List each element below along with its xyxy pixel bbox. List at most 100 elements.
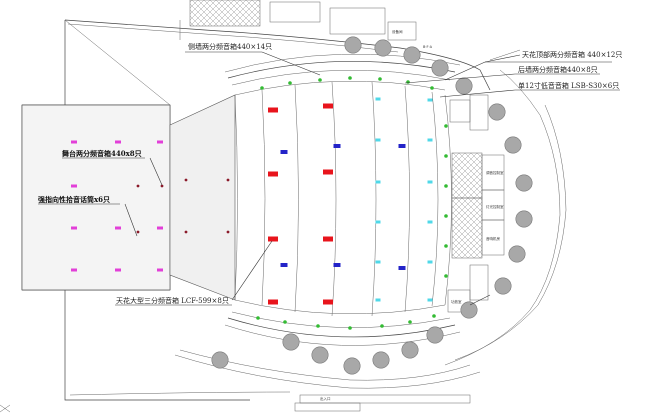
label-stage-two-way: 舞台两分频音箱440x8只 bbox=[62, 149, 142, 158]
speaker-cyan bbox=[375, 138, 381, 142]
room-label-c: 音响机房 bbox=[486, 236, 500, 241]
perimeter-speaker-green bbox=[432, 314, 436, 318]
monitor-dot bbox=[136, 184, 140, 188]
speaker-cyan bbox=[427, 220, 433, 224]
monitor-dot bbox=[226, 178, 230, 182]
perimeter-speaker-green bbox=[260, 86, 264, 90]
perimeter-speaker-green bbox=[348, 76, 352, 80]
speaker-cyan bbox=[427, 98, 433, 102]
svg-text:设备间: 设备间 bbox=[392, 29, 403, 34]
ceiling-speaker-red bbox=[323, 236, 333, 242]
outer-gray-circle bbox=[372, 351, 390, 369]
label-side-wall-speakers: 侧墙两分频音箱440×14只 bbox=[188, 42, 272, 51]
speaker-cyan bbox=[375, 180, 381, 184]
outer-gray-circle bbox=[431, 59, 449, 77]
perimeter-speaker-green bbox=[316, 324, 320, 328]
perimeter-speaker-green bbox=[408, 320, 412, 324]
stage-area bbox=[21, 19, 236, 301]
label-ceiling-top-speakers: 天花顶部两分频音箱 440×12只 bbox=[522, 50, 622, 59]
ceiling-speaker-red bbox=[268, 107, 278, 113]
ceiling-speaker-red bbox=[323, 103, 333, 109]
ceiling-speaker-red bbox=[268, 236, 278, 242]
outer-gray-circle bbox=[515, 210, 533, 228]
ceiling-speaker-red bbox=[323, 299, 333, 305]
outer-gray-circle bbox=[211, 351, 229, 369]
speaker-cyan bbox=[375, 298, 381, 302]
perimeter-speaker-green bbox=[283, 320, 287, 324]
speaker-cyan bbox=[427, 138, 433, 142]
monitor-dot bbox=[160, 184, 164, 188]
stage-speaker-magenta bbox=[71, 226, 77, 230]
monitor-dot bbox=[184, 178, 188, 182]
outer-gray-circle bbox=[494, 277, 512, 295]
speaker-cyan bbox=[375, 97, 381, 101]
control-rooms: 调音控制室 灯光控制室 音响机房 功放室 bbox=[447, 94, 505, 313]
perimeter-speaker-green bbox=[444, 274, 448, 278]
perimeter-speaker-green bbox=[444, 124, 448, 128]
outer-gray-circle bbox=[508, 245, 526, 263]
outer-gray-circle bbox=[455, 77, 473, 95]
room-label-d: 功放室 bbox=[451, 299, 462, 304]
perimeter-speaker-green bbox=[256, 316, 260, 320]
outer-gray-circle bbox=[282, 333, 300, 351]
ceiling-speaker-red bbox=[268, 171, 278, 177]
svg-text:出入口: 出入口 bbox=[320, 396, 331, 401]
leader-lines bbox=[38, 51, 620, 306]
speaker-blue bbox=[280, 150, 288, 154]
bottom-strip: 出入口 bbox=[0, 394, 471, 413]
outer-gray-circle bbox=[401, 341, 419, 359]
monitor-dot bbox=[136, 230, 140, 234]
outer-gray-circle bbox=[488, 103, 506, 121]
stage-speaker-magenta bbox=[115, 268, 121, 272]
annotations: 侧墙两分频音箱440×14只 天花顶部两分频音箱 440×12只 后墙两分频音箱… bbox=[38, 42, 622, 305]
perimeter-speaker-green bbox=[318, 78, 322, 82]
speaker-cyan bbox=[375, 260, 381, 264]
stage-speaker-magenta bbox=[71, 268, 77, 272]
speaker-markers bbox=[71, 36, 533, 375]
speaker-blue bbox=[398, 144, 406, 148]
perimeter-speaker-green bbox=[406, 80, 410, 84]
outer-gray-circle bbox=[344, 36, 362, 54]
svg-text:B·F·A: B·F·A bbox=[423, 45, 433, 49]
stage-speaker-magenta bbox=[157, 268, 163, 272]
room-label-b: 灯光控制室 bbox=[486, 204, 504, 209]
speaker-cyan bbox=[375, 220, 381, 224]
label-subwoofer: 单12寸低音音箱 LSB-S30×6只 bbox=[518, 81, 619, 90]
perimeter-speaker-green bbox=[378, 77, 382, 81]
speaker-cyan bbox=[427, 260, 433, 264]
speaker-cyan bbox=[427, 298, 433, 302]
perimeter-speaker-green bbox=[444, 154, 448, 158]
speaker-blue bbox=[333, 144, 341, 148]
hatched-block-top bbox=[189, 0, 261, 27]
perimeter-speaker-green bbox=[444, 214, 448, 218]
outer-gray-circle bbox=[403, 46, 421, 64]
label-ceiling-main: 天花大型三分频音箱 LCF-599×8只 bbox=[116, 296, 229, 305]
room-label-a: 调音控制室 bbox=[486, 170, 504, 175]
label-rear-wall-speakers: 后墙两分频音箱440×8只 bbox=[518, 65, 598, 74]
perimeter-speaker-green bbox=[380, 324, 384, 328]
outer-gray-circle bbox=[426, 326, 444, 344]
stage-speaker-magenta bbox=[157, 140, 163, 144]
outer-gray-circle bbox=[343, 357, 361, 375]
stage-speaker-magenta bbox=[115, 226, 121, 230]
monitor-dot bbox=[184, 230, 188, 234]
speaker-blue bbox=[333, 263, 341, 267]
outer-gray-circle bbox=[311, 346, 329, 364]
seating-rows bbox=[224, 53, 461, 346]
outer-gray-circle bbox=[504, 136, 522, 154]
perimeter-speaker-green bbox=[430, 86, 434, 90]
outer-gray-circle bbox=[374, 39, 392, 57]
speaker-blue bbox=[280, 263, 288, 267]
ceiling-speaker-red bbox=[323, 169, 333, 175]
outer-gray-circle bbox=[515, 174, 533, 192]
stage-speaker-magenta bbox=[71, 184, 77, 188]
speaker-blue bbox=[398, 266, 406, 270]
stage-speaker-magenta bbox=[115, 140, 121, 144]
perimeter-speaker-green bbox=[348, 326, 352, 330]
monitor-dot bbox=[226, 230, 230, 234]
perimeter-speaker-green bbox=[288, 81, 292, 85]
stage-speaker-magenta bbox=[157, 226, 163, 230]
ceiling-speaker-red bbox=[268, 299, 278, 305]
label-forced-monitor: 强指向性拾音话筒x6只 bbox=[38, 195, 110, 204]
